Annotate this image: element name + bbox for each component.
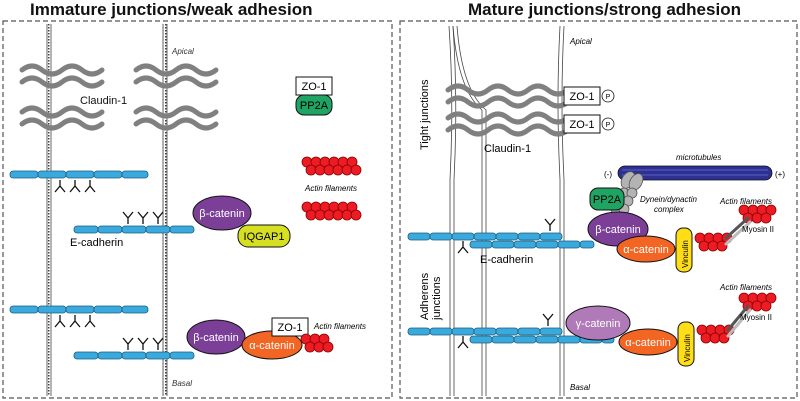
left-ecadherin-label: E-cadherin (70, 237, 123, 249)
right-alpha-catenin-label: α-catenin (623, 244, 669, 256)
left-zo1-label: ZO-1 (301, 81, 326, 93)
right-panel-frame (399, 20, 798, 399)
left-beta-catenin-lower (186, 319, 246, 355)
right-alpha-catenin-lower (618, 328, 678, 356)
right-plus-end: (+) (775, 170, 785, 179)
right-alpha-catenin-lower-label: α-catenin (625, 337, 671, 349)
right-panel-title: Mature junctions/strong adhesion (468, 0, 741, 19)
right-beta-catenin-label: β-catenin (595, 224, 640, 236)
right-claudin-strands (445, 83, 571, 137)
right-myosin-label-lower: Myosin II (740, 313, 772, 322)
right-actin-label-lower: Actin filaments (719, 283, 772, 292)
right-cadherin-upper (407, 232, 595, 249)
right-tight-junctions-label: Tight junctions (419, 79, 431, 150)
right-ecadherin-label: E-cadherin (480, 254, 533, 266)
right-zo1-box-b (563, 114, 601, 134)
right-pp2a-label: PP2A (593, 194, 622, 206)
left-cadherin-lower-y (54, 315, 164, 350)
right-zo1-b-label: ZO-1 (569, 119, 594, 131)
left-cadherin-upper (9, 170, 195, 234)
right-minus-end: (-) (604, 170, 612, 179)
right-microtubules (617, 165, 773, 181)
right-vinculin-label: Vinculin (681, 240, 690, 268)
left-beta-catenin-lower-label: β-catenin (193, 332, 238, 344)
left-claudin-strands (19, 63, 219, 131)
right-cadherin-lower-y (457, 313, 554, 349)
right-cadherin-lower (407, 327, 615, 344)
left-zo1-box-lower (271, 317, 309, 337)
left-claudin-label: Claudin-1 (80, 95, 127, 107)
left-iqgap1 (237, 224, 291, 248)
right-dynein-label: Dynein/dynactin (640, 195, 697, 204)
right-phospho-a-label: P (606, 94, 611, 101)
left-beta-catenin-upper (192, 195, 252, 231)
right-zo1-box-a (563, 86, 601, 106)
right-alpha-catenin (616, 235, 676, 263)
right-phospho-b (601, 117, 615, 131)
left-beta-catenin-upper-label: β-catenin (199, 208, 244, 220)
left-panel-frame (2, 20, 393, 399)
right-phospho-a (601, 89, 615, 103)
left-basal-label: Basal (172, 379, 192, 388)
right-membrane-1b (448, 25, 457, 396)
right-myosin-lower (726, 304, 752, 338)
right-claudin-label: Claudin-1 (484, 143, 531, 155)
right-vinculin (675, 227, 693, 273)
right-vinculin-lower-label: Vinculin (683, 334, 692, 362)
right-apical-label: Apical (569, 37, 592, 46)
right-microtubules-label: microtubules (676, 153, 721, 162)
left-membrane-2 (162, 24, 168, 396)
right-phospho-b-label: P (606, 122, 611, 129)
left-actin-top (301, 156, 362, 221)
right-myosin-label-upper: Myosin II (742, 225, 774, 234)
left-panel-title: Immature junctions/weak adhesion (30, 0, 313, 19)
right-gamma-catenin (565, 305, 631, 341)
left-actin-label-lower: Actin filaments (313, 322, 366, 331)
left-alpha-catenin-label: α-catenin (249, 340, 295, 352)
left-membrane-1 (46, 24, 52, 396)
right-pp2a (589, 187, 625, 211)
right-adherens-label-1: Adherens (419, 272, 431, 320)
right-cadherin-upper-y (457, 218, 556, 254)
left-pp2a-label: PP2A (300, 100, 329, 112)
right-basal-label: Basal (570, 383, 590, 392)
right-myosin-upper (724, 216, 752, 246)
left-cadherin-lower (9, 305, 195, 360)
right-complex-label: complex (654, 205, 685, 214)
left-pp2a (295, 94, 333, 116)
right-membrane-1 (452, 25, 487, 396)
left-zo1-lower-label: ZO-1 (277, 322, 302, 334)
left-actin-lower (300, 333, 334, 353)
left-actin-label-top: Actin filaments (304, 184, 357, 193)
left-iqgap1-label: IQGAP1 (244, 231, 285, 243)
right-vinculin-lower (677, 321, 695, 367)
left-cadherin-upper-y (54, 180, 164, 224)
right-actin-label-upper: Actin filaments (719, 197, 772, 206)
right-adherens-label-2: junctions (431, 276, 443, 321)
right-gamma-catenin-label: γ-catenin (576, 318, 621, 330)
right-zo1-a-label: ZO-1 (569, 91, 594, 103)
left-apical-label: Apical (171, 47, 194, 56)
